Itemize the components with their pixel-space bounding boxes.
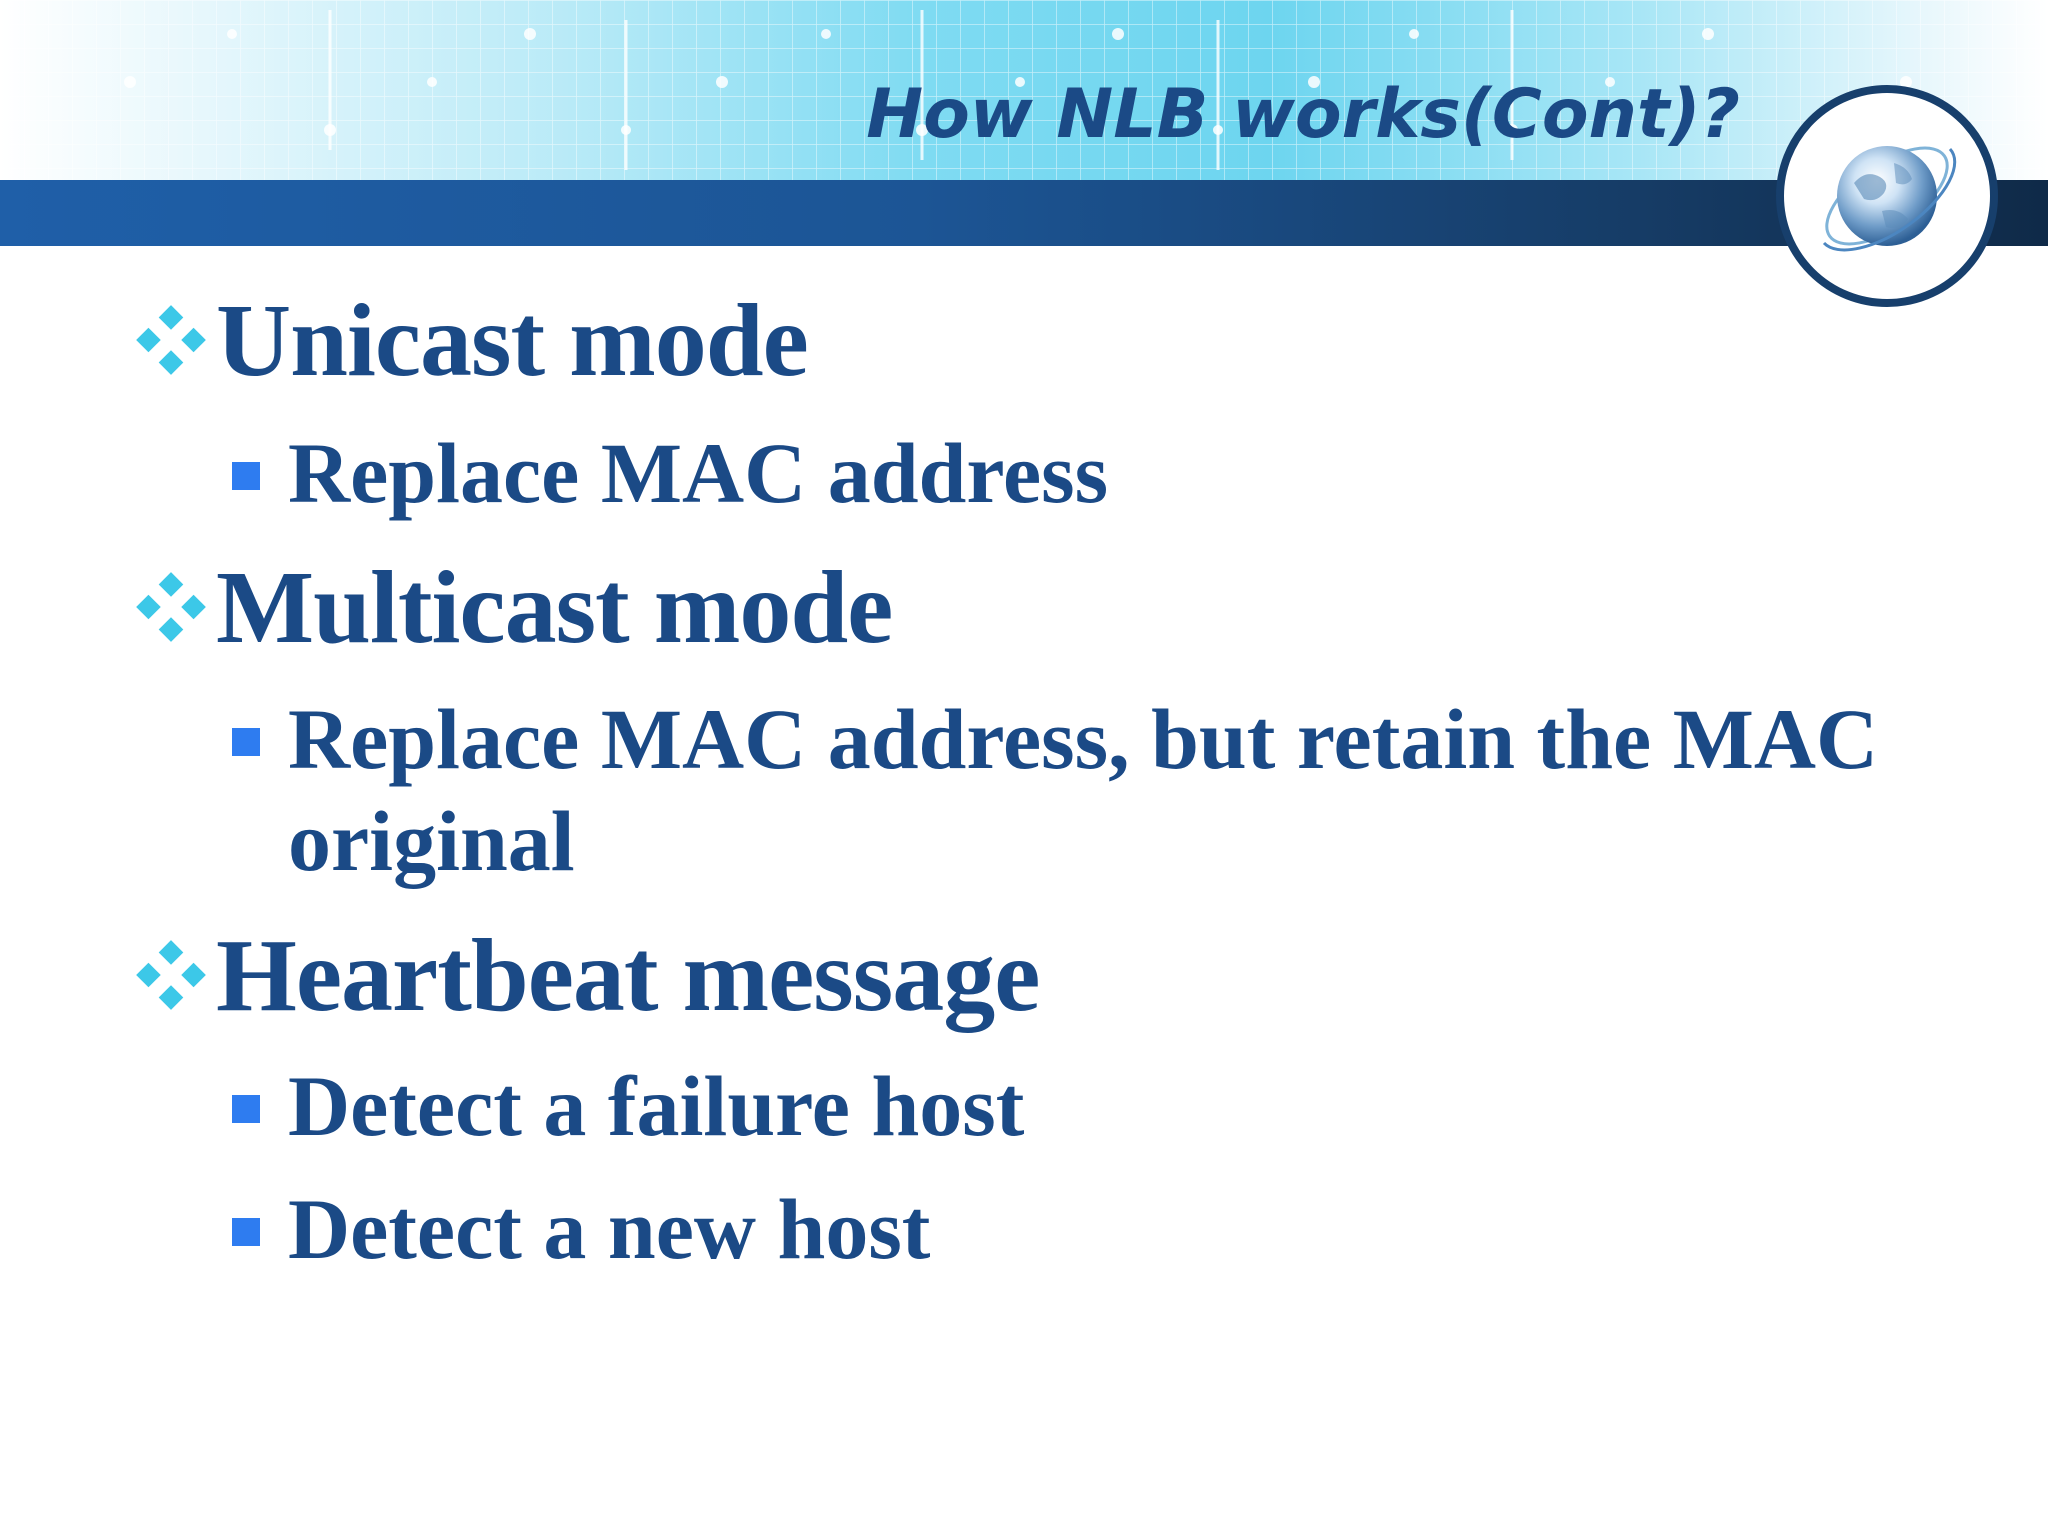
sub-bullet-text: Detect a new host [288, 1181, 931, 1277]
square-bullet-icon [232, 728, 260, 756]
bullet-unicast-mode: Unicast mode [130, 283, 809, 398]
bullet-text: Unicast mode [216, 282, 809, 398]
diamond-bullet-icon [136, 940, 206, 1010]
bullet-text: Multicast mode [216, 549, 893, 665]
square-bullet-icon [232, 1095, 260, 1123]
diamond-bullet-icon [136, 572, 206, 642]
square-bullet-icon [232, 1218, 260, 1246]
sub-bullet-text: Detect a failure host [288, 1058, 1025, 1154]
diamond-bullet-icon [136, 305, 206, 375]
sub-bullet-text: Replace MAC address [288, 425, 1109, 521]
globe-logo-icon [1776, 85, 1998, 307]
slide-title: How NLB works(Cont)? [866, 75, 1740, 154]
header-grid-band [0, 0, 2048, 182]
sub-bullet-text: Replace MAC address, but retain the MAC … [288, 691, 1879, 889]
square-bullet-icon [232, 462, 260, 490]
bullet-text: Heartbeat message [216, 917, 1040, 1033]
header-bar [0, 180, 2048, 246]
grid-pattern [0, 0, 2048, 182]
bullet-heartbeat-message: Heartbeat message [130, 918, 1040, 1033]
bullet-multicast-mode: Multicast mode [130, 550, 893, 665]
